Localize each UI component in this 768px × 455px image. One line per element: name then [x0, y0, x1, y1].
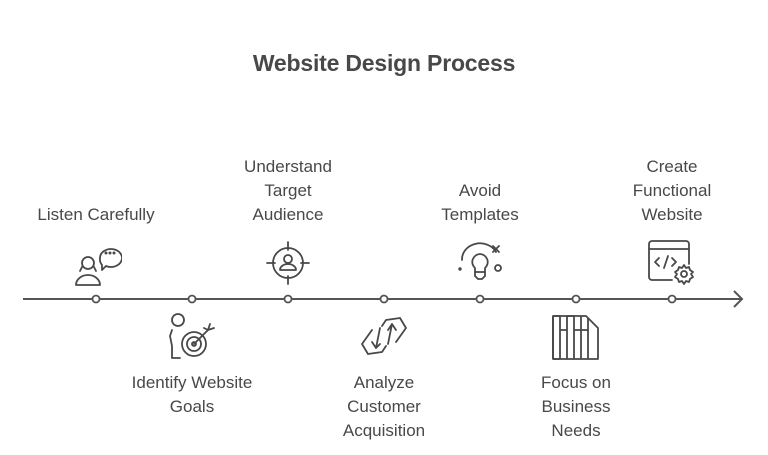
- timeline-node-1: [91, 294, 101, 304]
- timeline-node-5: [475, 294, 485, 304]
- exchange-arrows-icon: [358, 310, 410, 362]
- step-4-label: Analyze Customer Acquisition: [342, 373, 426, 440]
- columns-building-icon: [550, 310, 602, 362]
- step-3-label: Understand Target Audience: [244, 157, 332, 224]
- timeline-node-4: [379, 294, 389, 304]
- timeline-node-6: [571, 294, 581, 304]
- step-1-label: Listen Carefully: [37, 205, 155, 224]
- timeline-node-2: [187, 294, 197, 304]
- diagram-title: Website Design Process: [252, 50, 516, 76]
- step-5-label: Avoid Templates: [441, 181, 519, 224]
- lightbulb-orbit-icon: [454, 236, 506, 288]
- step-7-label: Create Functional Website: [632, 157, 712, 224]
- person-target-arrow-icon: [164, 310, 216, 362]
- audience-crosshair-icon: [262, 236, 314, 288]
- timeline-node-7: [667, 294, 677, 304]
- timeline-arrowhead-icon: [733, 290, 744, 308]
- code-window-gear-icon: [644, 236, 696, 288]
- timeline-node-3: [283, 294, 293, 304]
- step-6-label: Focus on Business Needs: [541, 373, 611, 440]
- listening-person-speech-bubble-icon: [70, 236, 123, 288]
- step-2-label: Identify Website Goals: [131, 373, 253, 416]
